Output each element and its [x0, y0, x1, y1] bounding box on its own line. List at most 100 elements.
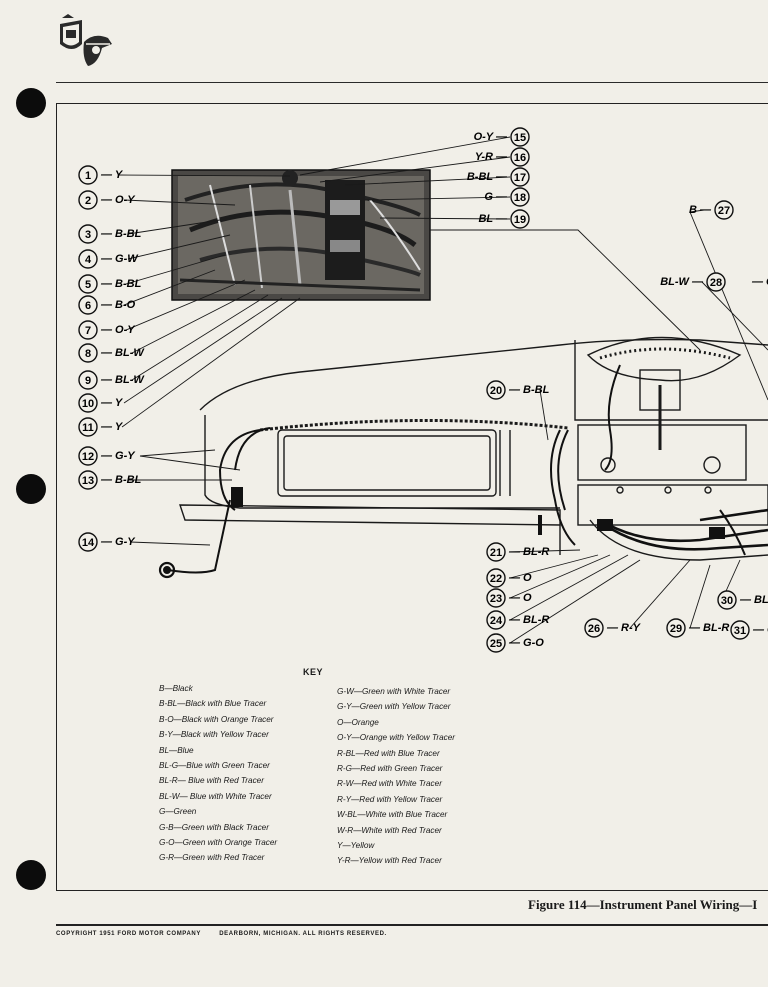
callout-circle [730, 620, 750, 640]
callout-circle [510, 187, 530, 207]
key-entry: R-W—Red with White Tracer [337, 779, 442, 789]
key-entry: G-O—Green with Orange Tracer [159, 837, 278, 847]
callout-circle [717, 590, 737, 610]
figure-caption: Figure 114—Instrument Panel Wiring—I [528, 897, 758, 912]
callout-24: 24— BL-R [486, 610, 549, 630]
callout-number: 11 [82, 422, 94, 434]
callout-wire-code: — Y [100, 397, 124, 409]
callout-wire-code: — B-BL [508, 384, 550, 396]
callout-circle [78, 343, 98, 363]
callout-wire-code: — G-W [100, 253, 139, 265]
callout-29: 29— BL-R [666, 618, 729, 638]
callout-30: 30 — BL-R [717, 590, 768, 610]
callout-31: 31 — O [730, 620, 768, 640]
callout-number: 31 [734, 625, 746, 637]
callout-wire-code: — BL-R [508, 546, 549, 558]
callout-14: 14— G-Y [78, 532, 136, 552]
callout-wire-code: B-BL — [467, 171, 508, 183]
callout-wire-code: — G-Y [100, 536, 136, 548]
key-entry: W-R—White with Red Tracer [337, 825, 442, 835]
callout-17: 17 B-BL — [467, 167, 530, 187]
callout-number: 25 [490, 638, 502, 650]
callout-number: 15 [514, 132, 526, 144]
callout-circle [666, 618, 686, 638]
callout-circle [78, 249, 98, 269]
callout-circle [510, 167, 530, 187]
key-entry: BL—Blue [159, 745, 194, 755]
callout-wire-code: — B-BL [100, 474, 142, 486]
key-entry: G—Green [159, 807, 197, 817]
key-entry: BL-W— Blue with White Tracer [159, 791, 272, 801]
callout-wire-code: BL-W — [660, 276, 704, 288]
key-entry: Y—Yellow [337, 840, 375, 850]
callout-circle [510, 147, 530, 167]
callout-wire-code: — O-Y [100, 324, 136, 336]
leader-lines [117, 136, 768, 644]
callout-wire-code: — BL-W [100, 374, 145, 386]
callout-circle [78, 295, 98, 315]
callout-number: 19 [514, 214, 526, 226]
callout-12: 12— G-Y [78, 446, 136, 466]
callout-number: 24 [490, 615, 503, 627]
callout-7: 7 — O-Y [78, 320, 136, 340]
callout-27: 27B — [689, 200, 734, 220]
callout-9: 9— BL-W [78, 370, 145, 390]
callout-number: 7 [85, 325, 91, 337]
callout-13: 13 — B-BL [78, 470, 142, 490]
footer: COPYRIGHT 1951 FORD MOTOR COMPANY DEARBO… [56, 931, 403, 937]
callout-wire-code: — G-Y [100, 450, 136, 462]
binder-hole-bottom [16, 860, 46, 890]
callout-5: 5— B-BL [78, 274, 142, 294]
callout-wire-code: G — [484, 191, 508, 203]
callout-number: 17 [514, 172, 526, 184]
callout-circle [486, 380, 506, 400]
callout-circle [78, 393, 98, 413]
callout-wire-code: — O [752, 624, 768, 636]
key-title: KEY [303, 667, 324, 677]
callout-11: 11— Y [78, 417, 124, 437]
key-entry: W-BL—White with Blue Tracer [337, 810, 448, 820]
callout-wire-code: Y-R — [475, 151, 508, 163]
callout-circle [584, 618, 604, 638]
callout-circle [78, 470, 98, 490]
callout-number: 10 [82, 398, 94, 410]
callout-number: 13 [82, 475, 94, 487]
callout-number: 28 [710, 277, 722, 289]
callout-number: 1 [85, 170, 91, 182]
key-entry: R-Y—Red with Yellow Tracer [337, 794, 443, 804]
footer-copyright: COPYRIGHT 1951 FORD MOTOR COMPANY [56, 931, 201, 937]
callout-18: 18G — [484, 187, 530, 207]
callout-number: 30 [721, 595, 733, 607]
callout-number: 4 [85, 254, 92, 266]
footer-address: DEARBORN, MICHIGAN. ALL RIGHTS RESERVED. [219, 931, 387, 937]
callout-circle [78, 370, 98, 390]
callout-wire-code: — O-Y [751, 276, 768, 288]
callout-15: 15O-Y — [474, 127, 530, 147]
callout-number: 5 [85, 279, 91, 291]
key-entry: G-B—Green with Black Tracer [159, 822, 269, 832]
callout-number: 20 [490, 385, 502, 397]
callout-20: 20 — B-BL [486, 380, 550, 400]
key-entry: R-G—Red with Green Tracer [337, 763, 443, 773]
callout-16: 16Y-R — [475, 147, 530, 167]
callout-circle [78, 532, 98, 552]
callout-circle [486, 610, 506, 630]
instrument-panel-drawing [179, 336, 768, 561]
callout-wire-code: — BL-R [739, 594, 768, 606]
figure-frame [56, 103, 768, 891]
callout-circle [486, 542, 506, 562]
callout-wire-code: — R-Y [606, 622, 642, 634]
callout-circle [486, 588, 506, 608]
key-entry: O-Y—Orange with Yellow Tracer [337, 733, 456, 743]
callout-21: 21 — BL-R [486, 542, 549, 562]
key-entry: R-BL—Red with Blue Tracer [337, 748, 440, 758]
callout-circle [510, 209, 530, 229]
callout-circle [486, 568, 506, 588]
callout-number: 21 [490, 547, 502, 559]
callout-circle [78, 274, 98, 294]
callout-number: 8 [85, 348, 91, 360]
